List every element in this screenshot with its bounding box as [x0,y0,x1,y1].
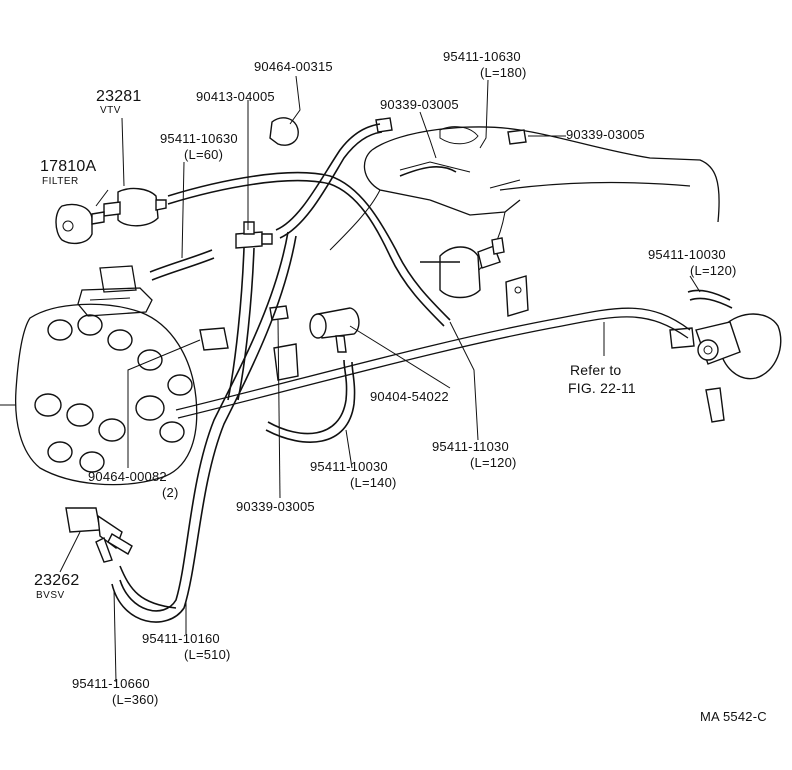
label-95411-10630-left: 95411-10630 [160,131,238,146]
label-90339-03005-b: 90339-03005 [566,127,645,142]
label-90413-04005: 90413-04005 [196,89,275,104]
vacuum-cap-b [507,129,527,145]
vacuum-solenoid [309,307,360,353]
bvsv-valve [65,507,133,563]
label-17810a: 17810A [40,158,97,175]
vacuum-cap-a [375,117,393,133]
label-bvsv: BVSV [36,590,65,601]
label-90339-03005-c: 90339-03005 [236,499,315,514]
pressure-regulator [669,313,782,423]
label-95411-10630-left-length: (L=60) [184,147,224,162]
fuel-pipe [175,307,691,419]
label-90464-00082-qty: (2) [162,485,179,500]
label-95411-10030-mid-length: (L=140) [350,475,397,490]
leader-lines [59,75,701,683]
label-95411-10030-mid: 95411-10030 [310,459,388,474]
pipe-bracket-center [273,343,299,381]
label-90464-00315: 90464-00315 [254,59,333,74]
label-95411-10630-top: 95411-10630 [443,49,521,64]
clip-small [199,327,229,351]
label-95411-11030-length: (L=120) [470,455,517,470]
vtv-valve [103,187,167,227]
label-95411-11030: 95411-11030 [432,439,509,454]
vacuum-cap-c [269,305,289,321]
vacuum-fitting-center [439,237,505,299]
distributor [0,265,198,486]
hose-clip-top [269,117,299,146]
label-90464-00082: 90464-00082 [88,469,167,484]
three-way-fitting [235,221,273,249]
figure-code: MA 5542-C [700,709,767,724]
label-refer-fig: FIG. 22-11 [568,380,636,396]
label-95411-10160-length: (L=510) [184,647,231,662]
label-95411-10660-length: (L=360) [112,692,159,707]
label-95411-10160: 95411-10160 [142,631,220,646]
engine-head [329,126,720,281]
label-95411-10660: 95411-10660 [72,676,150,691]
pipe-bracket-right [505,275,529,317]
filter [55,203,105,245]
label-vtv: VTV [100,105,121,116]
label-95411-10030-right-length: (L=120) [690,263,737,278]
label-95411-10030-right: 95411-10030 [648,247,726,262]
label-23281: 23281 [96,88,142,105]
label-filter: FILTER [42,176,79,187]
label-90404-54022: 90404-54022 [370,389,449,404]
label-90339-03005-a: 90339-03005 [380,97,459,112]
label-23262: 23262 [34,572,80,589]
label-95411-10630-top-length: (L=180) [480,65,527,80]
hoses [111,123,733,623]
label-refer-to: Refer to [570,362,622,378]
